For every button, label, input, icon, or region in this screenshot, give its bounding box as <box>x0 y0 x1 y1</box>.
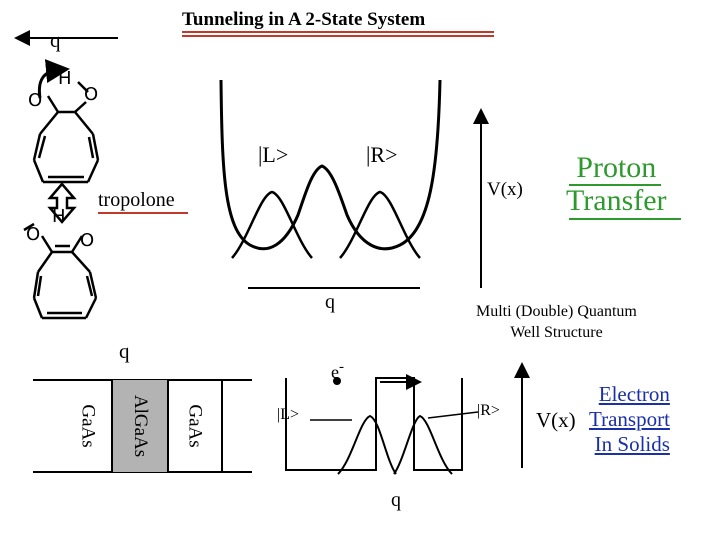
electron-symbol: e <box>331 362 339 382</box>
quantum-well-caption: Multi (Double) Quantum Well Structure <box>476 302 637 344</box>
caption-line-2: Well Structure <box>510 323 603 341</box>
electron-charge: - <box>339 359 344 375</box>
caption-line-1: Multi (Double) Quantum <box>476 303 637 320</box>
left-electron-wavefunction <box>337 414 397 475</box>
gaas-layer-left: GaAs <box>65 380 113 472</box>
layer-label: GaAs <box>78 404 99 448</box>
transfer-line: Transfer <box>566 184 667 217</box>
gaas-layer-right: GaAs <box>169 380 223 472</box>
layer-q-label: q <box>119 339 130 363</box>
layer-label: GaAs <box>185 404 206 448</box>
o-atom-right-top: O <box>84 84 98 105</box>
transport-line: Transport <box>589 407 670 432</box>
h-atom-bottom: H <box>52 206 66 227</box>
algaas-barrier-layer: AlGaAs <box>113 380 169 472</box>
h-atom-top: H <box>58 68 72 89</box>
left-state-label: |L> <box>258 142 289 167</box>
left-wavefunction <box>231 190 313 259</box>
electron-line: Electron <box>598 382 670 406</box>
proton-line: Proton <box>576 151 657 184</box>
right-state-pointer <box>427 411 479 419</box>
tropolone-label: tropolone <box>98 189 175 211</box>
layer-label: AlGaAs <box>130 394 151 458</box>
electron-left-state-label: |L> <box>277 406 299 423</box>
right-wavefunction <box>339 190 421 259</box>
right-electron-wavefunction <box>393 414 453 475</box>
o-atom-left-top: O <box>28 90 42 111</box>
proton-hop-arrow <box>37 59 70 99</box>
o-atom-right-bottom: O <box>80 230 94 251</box>
tropolone-bottom-structure <box>23 222 98 320</box>
o-atom-left-bottom: O <box>26 224 40 245</box>
electron-transport-label: Electron Transport In Solids <box>589 382 670 458</box>
title-double-underline <box>182 31 494 37</box>
transfer-underline <box>569 218 681 220</box>
electron-right-state-label: |R> <box>477 402 500 419</box>
electron-potential-label: V(x) <box>536 408 576 432</box>
electron-label: e- <box>331 359 344 382</box>
proton-transfer-label: Proton Transfer <box>566 151 667 217</box>
proton-underline <box>569 184 661 186</box>
electron-dot <box>333 377 341 385</box>
page-title: Tunneling in A 2-State System <box>182 9 426 30</box>
double-well-q-label: q <box>325 291 335 313</box>
in-solids-line: In Solids <box>594 432 670 457</box>
quantum-well-q-label: q <box>391 489 401 511</box>
potential-label: V(x) <box>487 179 523 200</box>
tropolone-underline <box>98 212 188 214</box>
molecule-q-label: q <box>50 28 61 52</box>
double-well-potential <box>219 79 442 251</box>
quantum-well-profile <box>285 377 463 471</box>
tropolone-top-structure <box>32 81 100 184</box>
equilibrium-arrow <box>47 182 77 224</box>
right-state-label: |R> <box>366 142 398 167</box>
